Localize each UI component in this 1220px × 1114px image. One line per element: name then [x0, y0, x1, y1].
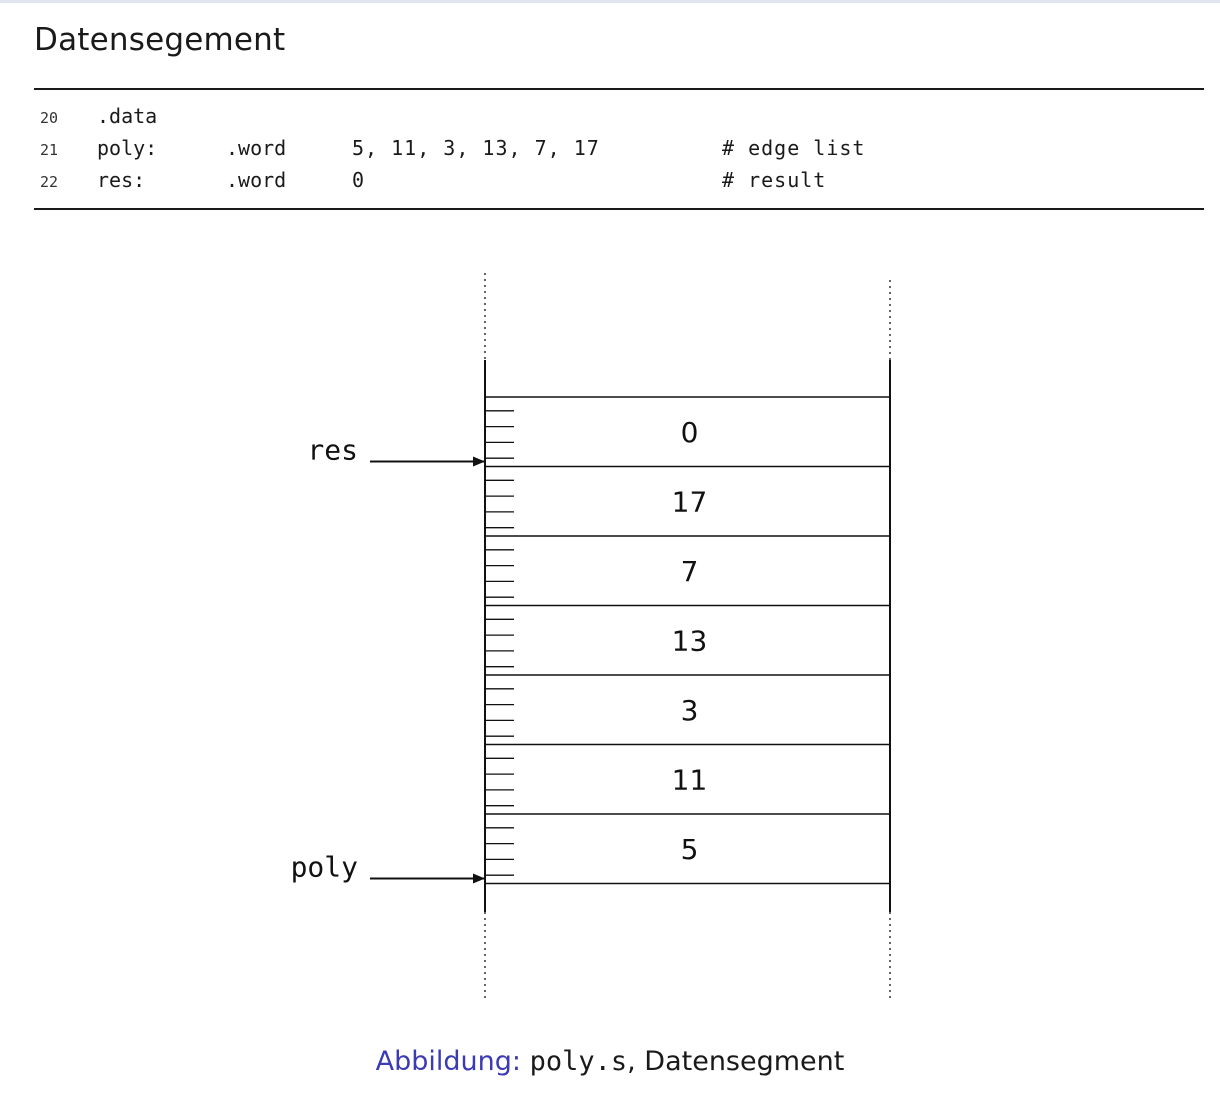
caption-file: poly.s [529, 1046, 628, 1077]
figure-caption: Abbildung: poly.s, Datensegment [0, 1046, 1220, 1077]
code-line: 21 poly: .word 5, 11, 3, 13, 7, 17 # edg… [34, 136, 1204, 168]
memory-cell: 11 [485, 757, 890, 815]
memory-cell: 7 [485, 549, 890, 607]
memory-cells: 0 17 7 13 3 11 5 [485, 396, 890, 885]
memory-cell: 13 [485, 618, 890, 676]
pointer-label: res [307, 434, 358, 467]
code-comment: # result [722, 168, 827, 192]
memory-cell: 5 [485, 827, 890, 885]
memory-cell: 0 [485, 410, 890, 468]
code-label: poly: [97, 136, 158, 160]
top-rule [0, 0, 1220, 3]
memory-cell: 3 [485, 688, 890, 746]
line-number: 21 [40, 141, 59, 159]
pointer-poly: poly [291, 851, 485, 884]
line-number: 20 [40, 109, 59, 127]
code-listing: 20 .data 21 poly: .word 5, 11, 3, 13, 7,… [34, 88, 1204, 210]
cell-value: 0 [681, 416, 699, 449]
cell-value: 17 [672, 485, 708, 518]
code-label: .data [97, 104, 158, 128]
caption-rest: , Datensegment [627, 1046, 845, 1077]
code-values: 5, 11, 3, 13, 7, 17 [352, 136, 600, 160]
code-values: 0 [352, 168, 366, 192]
code-line: 20 .data [34, 104, 1204, 136]
cell-value: 7 [681, 555, 699, 588]
cell-value: 3 [681, 694, 699, 727]
code-directive: .word [226, 168, 287, 192]
code-line: 22 res: .word 0 # result [34, 168, 1204, 200]
memory-pointers: res poly [291, 434, 485, 884]
page-title: Datensegement [34, 22, 286, 58]
caption-prefix: Abbildung: [375, 1046, 521, 1077]
line-number: 22 [40, 173, 59, 191]
code-label: res: [97, 168, 146, 192]
memory-cell: 17 [485, 479, 890, 537]
cell-value: 5 [681, 833, 699, 866]
pointer-res: res [307, 434, 485, 467]
code-directive: .word [226, 136, 287, 160]
cell-value: 11 [672, 763, 708, 796]
pointer-label: poly [291, 851, 358, 884]
code-comment: # edge list [722, 136, 866, 160]
cell-value: 13 [672, 624, 708, 657]
